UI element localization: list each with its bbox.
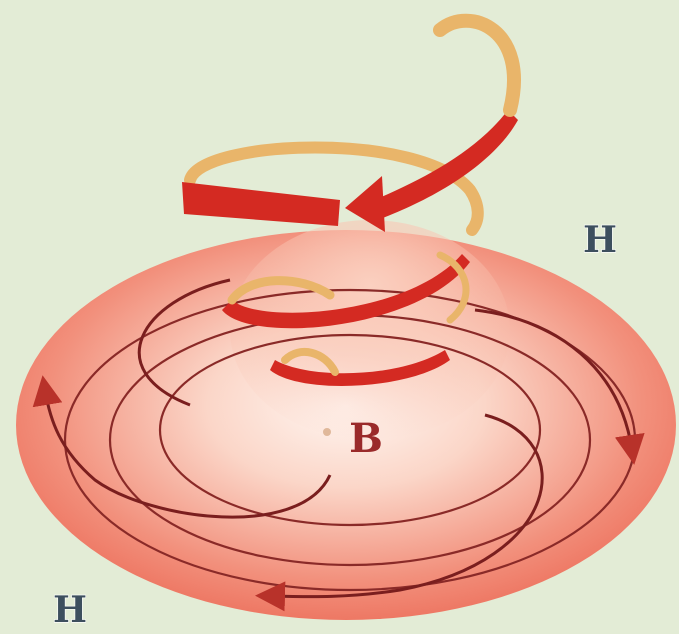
low-center-dot xyxy=(323,428,331,436)
label-low-center: B xyxy=(349,415,383,462)
ribbon-top xyxy=(182,182,340,226)
label-high-bottom-left: H xyxy=(53,589,87,631)
outflow-tail xyxy=(440,21,514,110)
label-high-top-right: H xyxy=(583,219,617,261)
